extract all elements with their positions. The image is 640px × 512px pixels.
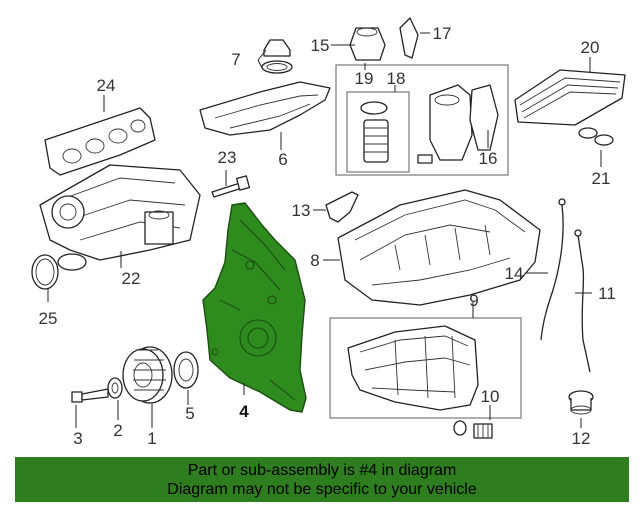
dipstick-tube-part[interactable]	[574, 229, 591, 373]
callout-9: 9	[469, 291, 478, 310]
bracket-part[interactable]	[325, 191, 359, 223]
callout-8: 8	[310, 251, 319, 270]
washer-part[interactable]	[107, 377, 123, 399]
callout-1: 1	[147, 429, 156, 448]
timing-cover-part-highlighted[interactable]	[202, 202, 307, 413]
callout-6: 6	[278, 150, 287, 169]
callout-17: 17	[433, 24, 452, 43]
callout-4: 4	[239, 402, 249, 421]
filter-housing-part[interactable]	[417, 84, 499, 164]
callout-2: 2	[113, 421, 122, 440]
callout-20: 20	[581, 38, 600, 57]
callout-7: 7	[231, 50, 240, 69]
oil-filter-group-box	[335, 64, 509, 176]
cover-bolt-part[interactable]	[211, 175, 251, 198]
callout-19: 19	[355, 69, 374, 88]
callout-14: 14	[505, 264, 524, 283]
intake-manifold-part[interactable]	[39, 164, 201, 271]
dipstick-part[interactable]	[540, 198, 566, 341]
filter-element-box	[346, 91, 410, 173]
oil-cooler-part[interactable]	[514, 69, 626, 126]
callout-12: 12	[572, 429, 591, 448]
callout-13: 13	[292, 201, 311, 220]
cooler-gasket-part[interactable]	[578, 127, 614, 146]
oil-cap-part[interactable]	[568, 390, 594, 415]
callout-11: 11	[598, 284, 616, 303]
callout-18: 18	[387, 69, 406, 88]
valve-cover-part[interactable]	[199, 81, 331, 136]
callout-3: 3	[73, 429, 82, 448]
callout-16: 16	[479, 149, 498, 168]
leader-lines	[47, 32, 602, 428]
oil-filter-element-part[interactable]	[360, 101, 389, 163]
lower-oil-pan-part[interactable]	[347, 325, 479, 411]
crankshaft-pulley-part[interactable]	[122, 346, 173, 404]
bracket-clip-part[interactable]	[399, 17, 419, 59]
banner-line-2: Diagram may not be specific to your vehi…	[167, 480, 477, 498]
drain-plug-part[interactable]	[453, 420, 493, 439]
filter-cap-part[interactable]	[349, 27, 386, 61]
upper-oil-pan-part[interactable]	[337, 189, 541, 306]
callout-23: 23	[218, 148, 237, 167]
callout-22: 22	[122, 269, 141, 288]
filler-cap-part[interactable]	[261, 39, 293, 74]
callout-25: 25	[39, 309, 58, 328]
oil-pan-group-box	[329, 317, 522, 419]
banner-line-1: Part or sub-assembly is #4 in diagram	[187, 461, 457, 479]
highlight-notice-banner: Part or sub-assembly is #4 in diagram Di…	[15, 457, 629, 502]
callout-21: 21	[592, 169, 611, 188]
intake-manifold-gasket-part[interactable]	[44, 107, 156, 176]
pulley-bolt-part[interactable]	[71, 388, 109, 403]
callout-15: 15	[311, 36, 330, 55]
callout-10: 10	[481, 387, 500, 406]
callout-24: 24	[97, 76, 116, 95]
front-seal-part[interactable]	[173, 351, 199, 389]
callout-5: 5	[185, 404, 194, 423]
exploded-parts-diagram: 1 2 3 4 5 6 7 8 9 10 11 12 13 14 15 16 1…	[31, 17, 626, 448]
